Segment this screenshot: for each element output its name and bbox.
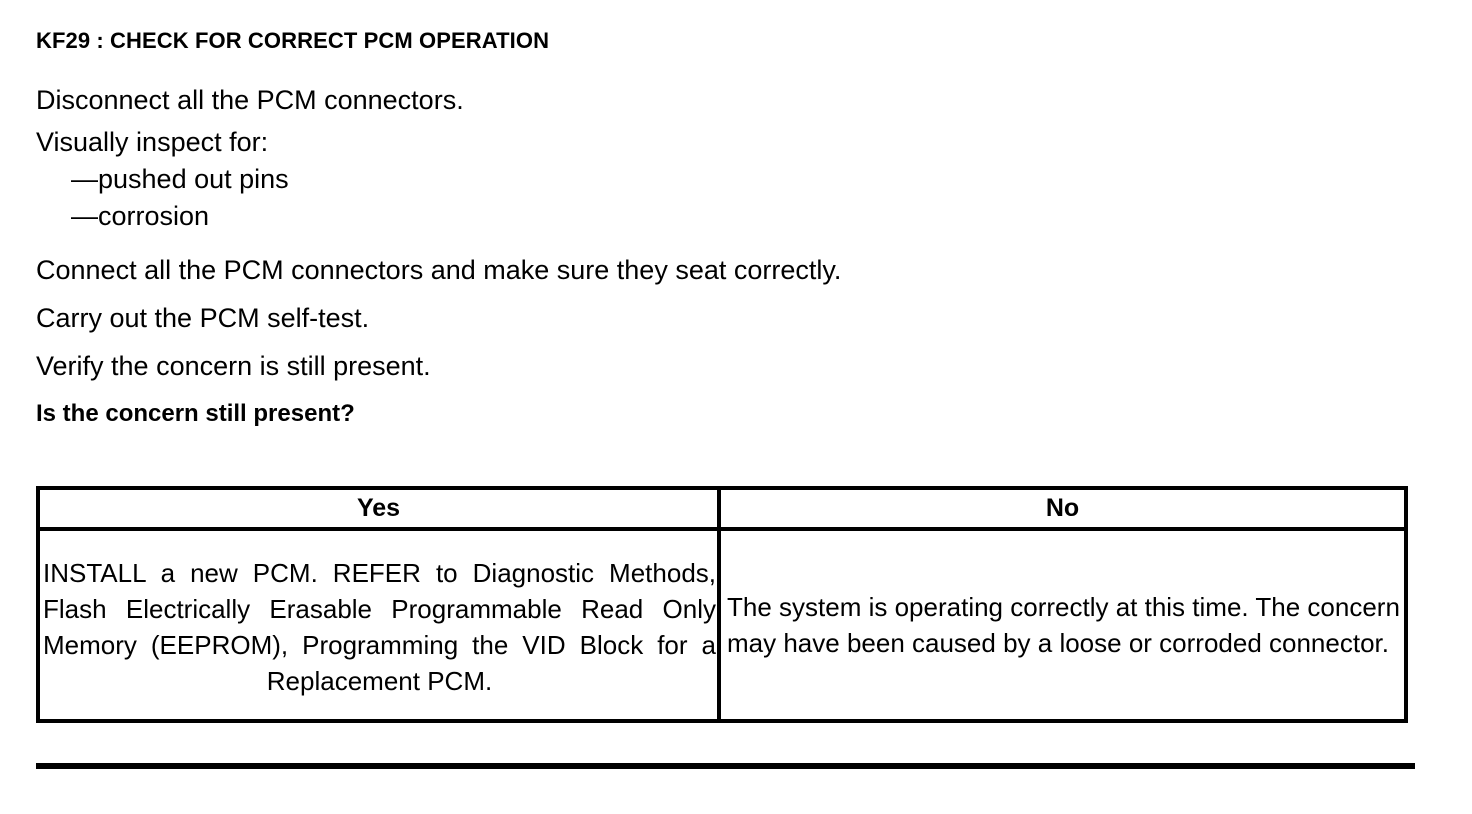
instruction-self-test: Carry out the PCM self-test. <box>36 303 370 333</box>
instruction-sub-corrosion: —corrosion <box>71 201 210 231</box>
column-header-yes: Yes <box>36 486 721 531</box>
decision-question: Is the concern still present? <box>36 400 355 427</box>
column-header-no: No <box>717 486 1408 531</box>
table-row: INSTALL a new PCM. REFER to Diagnostic M… <box>36 527 1408 723</box>
cell-yes-text: INSTALL a new PCM. REFER to Diagnostic M… <box>43 558 716 696</box>
instruction-visually-inspect: Visually inspect for: <box>36 127 269 157</box>
footer-divider <box>36 763 1415 769</box>
cell-no-action: The system is operating correctly at thi… <box>717 527 1408 723</box>
result-table: Yes No INSTALL a new PCM. REFER to Diagn… <box>36 486 1408 723</box>
instruction-connect: Connect all the PCM connectors and make … <box>36 255 842 285</box>
cell-no-text: The system is operating correctly at thi… <box>727 592 1400 658</box>
instruction-list: Disconnect all the PCM connectors. Visua… <box>36 76 1396 438</box>
instruction-disconnect: Disconnect all the PCM connectors. <box>36 85 464 115</box>
spacer <box>36 235 1396 246</box>
page-title: KF29 : CHECK FOR CORRECT PCM OPERATION <box>36 28 550 53</box>
instruction-sub-pushed-out-pins: —pushed out pins <box>71 164 289 194</box>
cell-yes-action: INSTALL a new PCM. REFER to Diagnostic M… <box>36 527 721 723</box>
instruction-verify: Verify the concern is still present. <box>36 351 431 381</box>
table-header-row: Yes No <box>36 486 1408 531</box>
